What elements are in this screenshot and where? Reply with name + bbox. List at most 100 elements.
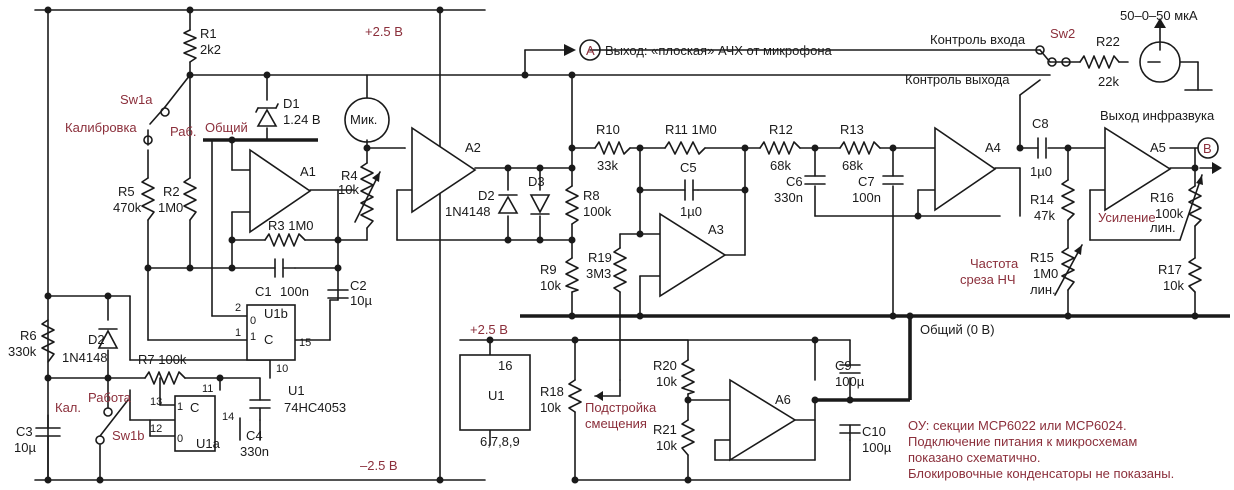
output-a-circle xyxy=(579,39,601,61)
chips xyxy=(95,18,1219,452)
component-label: C2 xyxy=(350,278,367,293)
component-label: C8 xyxy=(1032,116,1049,131)
component-label: D2 xyxy=(88,332,105,347)
component-label: 1.24 В xyxy=(283,112,321,127)
r22-body xyxy=(1079,55,1120,69)
gnd-label: Общий (0 В) xyxy=(920,322,995,337)
component-label: R9 xyxy=(540,262,557,277)
r21-body xyxy=(681,419,695,456)
r17-body xyxy=(1188,257,1202,293)
a5-body xyxy=(1104,126,1172,212)
r3-body xyxy=(264,233,306,247)
component-label: 15 xyxy=(299,337,311,349)
sw1a-cal: Калибровка xyxy=(65,120,137,135)
resistors xyxy=(41,29,1222,456)
component-label: 10k xyxy=(656,374,677,389)
component-label: 100µ xyxy=(835,374,865,389)
note-4: Блокировочные конденсаторы не показаны. xyxy=(908,466,1174,481)
component-label: R18 xyxy=(540,384,564,399)
component-label: C6 xyxy=(786,174,803,189)
trim-label-2: смещения xyxy=(585,416,647,431)
component-label: 11 xyxy=(202,383,213,395)
component-label: R12 xyxy=(769,122,793,137)
component-label: 470k xyxy=(113,200,142,215)
component-label: R4 xyxy=(341,168,358,183)
meter-circle xyxy=(1139,41,1181,83)
component-label: U1 xyxy=(488,388,505,403)
r1-body xyxy=(183,29,197,63)
component-label: C xyxy=(190,400,199,415)
component-label: 14 xyxy=(222,411,234,423)
component-label: 100n xyxy=(280,284,309,299)
r15-body xyxy=(1061,247,1075,291)
note-3: показано схематично. xyxy=(908,450,1041,465)
component-label: 1 xyxy=(235,327,241,339)
component-label: U1a xyxy=(196,436,221,451)
mic-circle xyxy=(344,97,390,143)
component-label: D1 xyxy=(283,96,300,111)
meter-range: 50–0–50 мкА xyxy=(1120,8,1198,23)
r19-body xyxy=(613,247,627,293)
infra-out-label: Выход инфразвука xyxy=(1100,108,1215,123)
component-label: 1N4148 xyxy=(62,350,108,365)
sw2-label: Sw2 xyxy=(1050,26,1075,41)
component-label: 10 xyxy=(276,363,288,375)
component-label: D3 xyxy=(528,174,545,189)
component-label: R19 xyxy=(588,250,612,265)
component-label: 33k xyxy=(597,158,618,173)
r14-body xyxy=(1061,179,1075,221)
component-label: 10k xyxy=(338,182,359,197)
component-label: A5 xyxy=(1150,140,1166,155)
output-a-text: Выход: «плоская» АЧХ от микрофона xyxy=(605,43,833,58)
component-label: R7 100k xyxy=(138,352,187,367)
r6-body xyxy=(41,319,55,363)
component-label: R2 xyxy=(163,184,180,199)
component-label: A1 xyxy=(300,164,316,179)
component-label: R11 1M0 xyxy=(665,122,717,137)
a3-body xyxy=(659,212,727,298)
component-label: R3 1M0 xyxy=(268,218,314,233)
component-label: R20 xyxy=(653,358,677,373)
labels: +2.5 В –2.5 В +2.5 В Общий (0 В) Общий A… xyxy=(8,8,1215,481)
common-label: Общий xyxy=(205,120,248,135)
component-label: 0 xyxy=(177,433,183,445)
gain-label: Усиление xyxy=(1098,210,1156,225)
component-label: 47k xyxy=(1034,208,1055,223)
input-monitor-label: Контроль входа xyxy=(930,32,1026,47)
u1-power-box xyxy=(459,354,531,431)
component-label: 2k2 xyxy=(200,42,221,57)
component-label: A2 xyxy=(465,140,481,155)
component-label: U1 xyxy=(288,383,305,398)
component-label: 330n xyxy=(240,444,269,459)
component-label: 22k xyxy=(1098,74,1119,89)
r2-body xyxy=(183,177,197,221)
component-label: A3 xyxy=(708,222,724,237)
sw1b-work: Работа xyxy=(88,390,132,405)
r5-body xyxy=(141,177,155,221)
component-label: R16 xyxy=(1150,190,1174,205)
component-label: 1 xyxy=(177,401,183,413)
component-label: 1µ0 xyxy=(1030,164,1052,179)
component-label: 74HC4053 xyxy=(284,400,346,415)
component-label: 0 xyxy=(250,315,256,327)
output-monitor-label: Контроль выхода xyxy=(905,72,1010,87)
component-label: 10µ xyxy=(350,293,372,308)
component-label: 1M0 xyxy=(158,200,183,215)
r11-body xyxy=(664,141,706,155)
a6-body xyxy=(729,378,797,462)
output-b-letter: B xyxy=(1203,141,1212,156)
component-label: 2 xyxy=(235,302,241,314)
component-label: 100k xyxy=(1155,206,1184,221)
component-label: 330n xyxy=(774,190,803,205)
component-label: 330k xyxy=(8,344,37,359)
sw1b-cal: Кал. xyxy=(55,400,81,415)
r8-body xyxy=(565,185,579,225)
r18-body xyxy=(568,379,582,413)
cutoff-label-1: Частота xyxy=(970,256,1019,271)
component-label: 10k xyxy=(540,400,561,415)
component-label: C3 xyxy=(16,424,33,439)
component-label: A4 xyxy=(985,140,1001,155)
neg-rail-label: –2.5 В xyxy=(360,458,398,473)
component-label: 6,7,8,9 xyxy=(480,434,520,449)
